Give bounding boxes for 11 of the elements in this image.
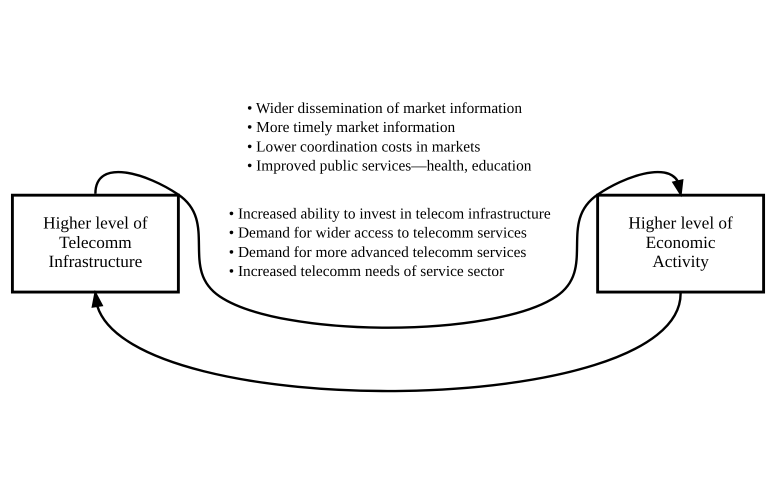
- label: • Wider dissemination of market information: [246, 100, 522, 117]
- node-box: Higher level of Economic Activity: [596, 194, 766, 294]
- node-box: Higher level of Telecomm Infrastructure: [10, 194, 180, 294]
- label: • Demand for more advanced telecomm services: [228, 244, 526, 261]
- label: • Lower coordination costs in markets: [246, 138, 480, 156]
- label: • Demand for wider access to telecomm services: [228, 224, 527, 242]
- arrow: [94, 170, 684, 329]
- label: • Increased telecomm needs of service sector: [228, 263, 504, 280]
- label: • More timely market information: [246, 119, 456, 136]
- label: • Improved public services—health, education: [246, 157, 532, 174]
- label: • Increased ability to invest in telecom infrastructure: [228, 205, 551, 222]
